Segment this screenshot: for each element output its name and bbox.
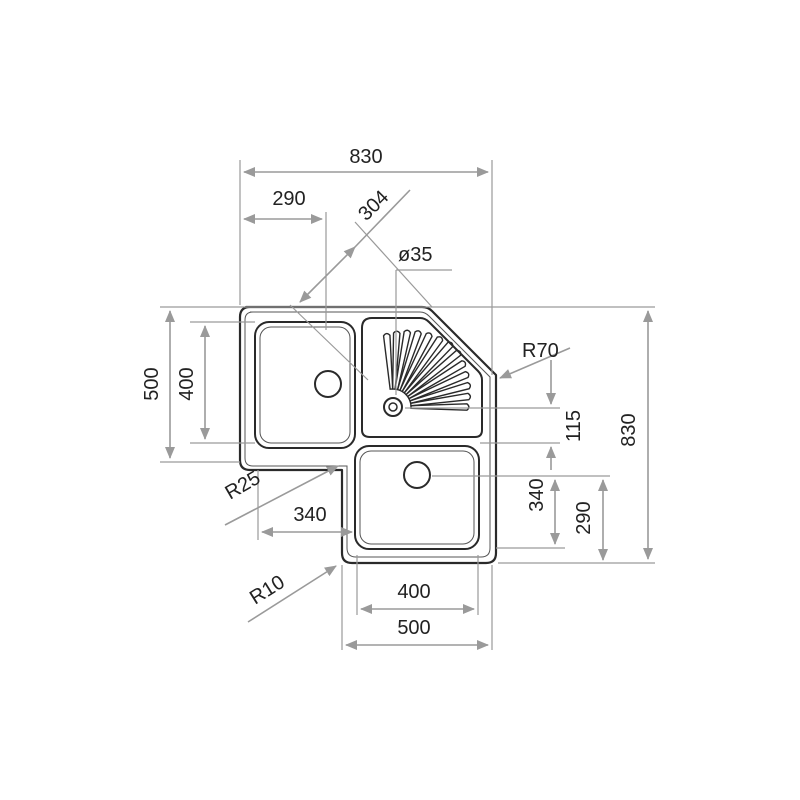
dim-lower-bowl-width: 400	[397, 581, 430, 603]
drainer-rib	[403, 341, 454, 396]
drainer-rib	[394, 329, 412, 391]
dim-lower-section-width: 500	[397, 617, 430, 639]
dim-diagonal: 304	[354, 186, 393, 225]
dim-drainer-offset: 115	[563, 410, 585, 442]
drainer-rib	[399, 332, 433, 393]
drainer-waste	[383, 397, 403, 417]
drainer-rib	[401, 336, 444, 394]
extension-lines	[160, 160, 655, 650]
sink-outline	[238, 305, 498, 565]
drainer-rib	[382, 332, 394, 390]
drainer-rib	[409, 381, 472, 405]
dim-lower-bowl-offset: 290	[573, 501, 595, 534]
drainer-rib	[408, 370, 470, 402]
dim-lower-bowl-depth: 340	[526, 478, 548, 511]
dimension-labels: 830 290 304 ø35 R70 500 400 115 830 R25 …	[141, 146, 640, 639]
drainer-rib	[409, 392, 472, 407]
dim-overall-height-left: 500	[141, 367, 163, 400]
dim-left-bowl-height: 400	[176, 367, 198, 400]
left-bowl-waste	[314, 370, 342, 398]
drainer-rib	[410, 403, 470, 411]
drainer-rib	[405, 349, 462, 398]
lower-bowl	[354, 445, 480, 550]
dim-overall-height-right: 830	[618, 413, 640, 446]
dim-waste-diameter: ø35	[398, 244, 432, 266]
dim-left-bowl-width: 290	[272, 188, 305, 210]
drainer-rib	[396, 330, 422, 392]
dim-overall-width: 830	[349, 146, 382, 168]
lower-bowl-waste	[403, 461, 431, 489]
dim-corner-radius-large: R70	[522, 340, 559, 362]
dim-outer-radius: R10	[246, 571, 289, 609]
left-bowl	[254, 321, 356, 449]
drainer-ribs	[382, 329, 472, 411]
drainer-area	[361, 317, 483, 438]
dim-left-wing-width: 340	[293, 504, 326, 526]
drainer-rib	[406, 360, 467, 400]
dimension-lines	[165, 167, 653, 650]
